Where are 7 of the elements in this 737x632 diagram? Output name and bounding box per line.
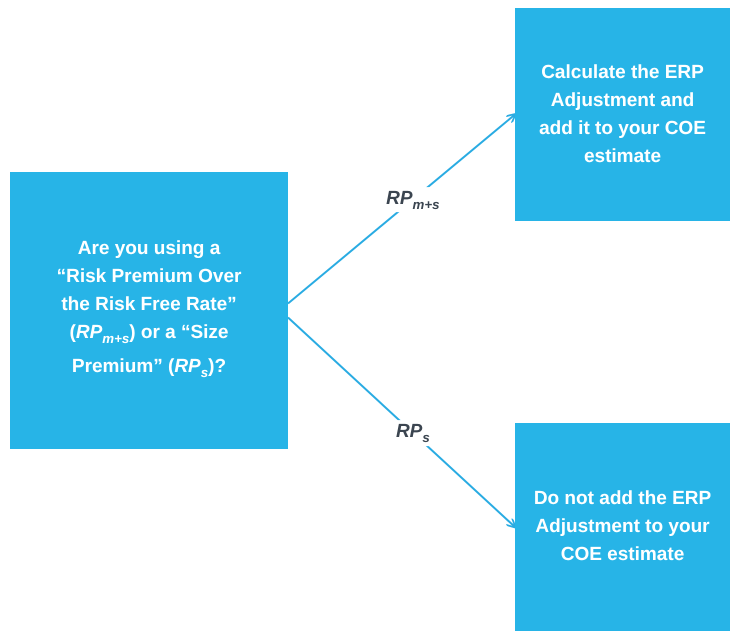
- process-box: [515, 8, 730, 221]
- box-text: Are you using a “Risk Premium Over the Risk Free Rate” (RP$_{m+s}$) or a “Size Premium” (RP$_{s}$)?: [56, 236, 242, 382]
- arrow: [287, 316, 517, 528]
- box-text: Do not add the ERP Adjustment to your COE estimate: [533, 487, 712, 567]
- process-box: [10, 172, 288, 449]
- box-text: Calculate the ERP Adjustment and add it to your COE estimate: [539, 60, 706, 168]
- process-box: [515, 423, 730, 631]
